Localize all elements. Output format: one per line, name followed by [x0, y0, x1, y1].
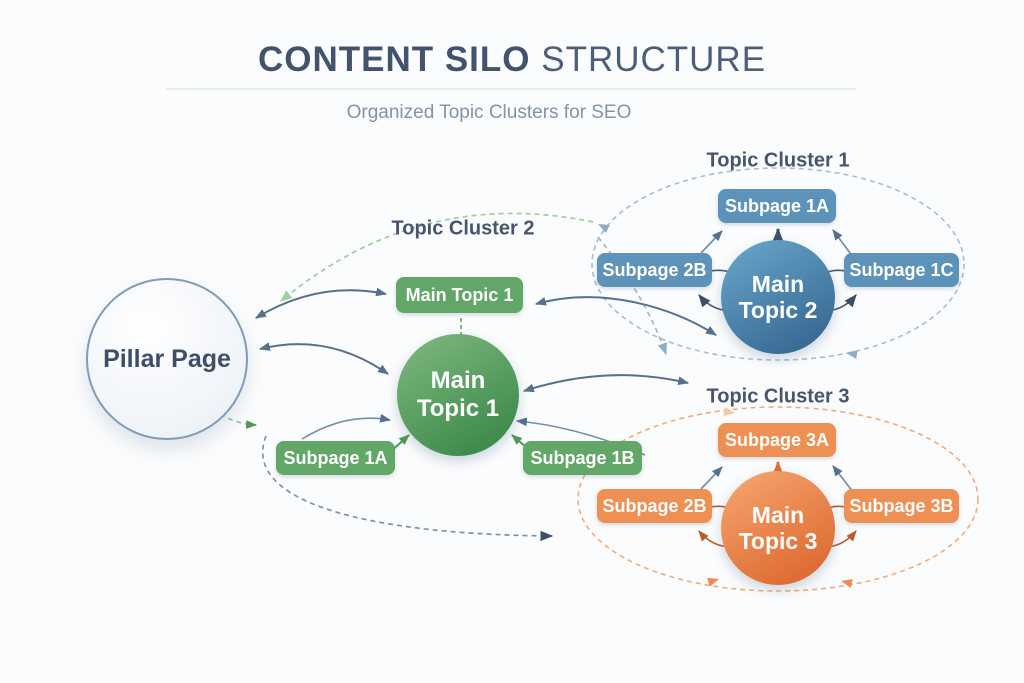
cluster2-subpage-right: Subpage 1B — [523, 441, 642, 475]
pillar-page-node: Pillar Page — [86, 278, 248, 440]
cluster3-label: Topic Cluster 3 — [706, 385, 850, 408]
page-title: CONTENT SILO STRUCTURE — [0, 40, 1024, 80]
cluster2-subpage-right-label: Subpage 1B — [530, 447, 635, 468]
cluster3-main-topic-circle-label: Main Topic 3 — [738, 501, 818, 554]
c1-left-diagonal-arrow — [700, 230, 723, 254]
cluster3-main-topic-circle: Main Topic 3 — [721, 471, 835, 585]
cluster1-boundary-ellipse — [591, 167, 965, 361]
cluster2-to-cluster3-dashed-link — [597, 236, 667, 356]
c1-right-diagonal-arrow — [832, 229, 854, 258]
cluster2-subpage-left-label: Subpage 1A — [283, 447, 388, 468]
cluster3-subpage-right: Subpage 3B — [844, 489, 959, 523]
title-divider — [166, 88, 856, 90]
cluster2-label: Topic Cluster 2 — [391, 217, 535, 240]
cluster1-subpage-top-label: Subpage 1A — [724, 195, 830, 216]
cluster2-subpage-left: Subpage 1A — [276, 441, 395, 475]
pillar-maintopic1box-arrow — [255, 287, 388, 319]
cluster2-dashed-arc-top — [280, 212, 594, 302]
cluster3-subpage-right-label: Subpage 3B — [849, 495, 954, 516]
cluster1-main-topic-circle-label: Main Topic 2 — [738, 270, 818, 323]
cluster3-subpage-top: Subpage 3A — [718, 423, 836, 457]
cluster2-main-topic-box: Main Topic 1 — [396, 277, 523, 313]
cluster1-subpage-right-label: Subpage 1C — [849, 259, 954, 280]
pillar-maintopic1circle-arrow — [258, 342, 389, 375]
page-subtitle: Organized Topic Clusters for SEO — [346, 102, 632, 123]
cluster1-subpage-right: Subpage 1C — [844, 253, 959, 287]
subpage1a-to-circle-curve — [301, 413, 392, 440]
page-title-emphasis: CONTENT SILO — [257, 40, 531, 79]
cluster2-main-topic-circle: Main Topic 1 — [397, 334, 519, 456]
cluster3-subpage-left: Subpage 2B — [597, 489, 712, 523]
cluster3-subpage-top-label: Subpage 3A — [724, 429, 830, 450]
cluster3-subpage-left-label: Subpage 2B — [602, 495, 707, 516]
cluster2-main-topic-circle-label: Main Topic 1 — [416, 367, 500, 422]
cluster3-boundary-ellipse — [577, 406, 979, 592]
cluster1-main-topic-circle: Main Topic 2 — [721, 240, 835, 354]
page-title-rest: STRUCTURE — [530, 40, 767, 79]
cluster1-label: Topic Cluster 1 — [706, 149, 850, 172]
maintopic1circle-cluster3-link — [522, 374, 690, 393]
cluster1-subpage-top: Subpage 1A — [718, 189, 836, 223]
c3-left-diagonal-arrow — [700, 466, 723, 490]
pillar-to-cluster3-dashed-arc — [261, 435, 554, 542]
c3-right-diagonal-arrow — [832, 465, 854, 493]
cluster1-subpage-left-label: Subpage 2B — [602, 259, 707, 280]
pillar-page-label: Pillar Page — [103, 344, 231, 373]
maintopic1box-maintopic2-link — [534, 296, 717, 336]
cluster1-subpage-left: Subpage 2B — [597, 253, 712, 287]
cluster2-main-topic-box-label: Main Topic 1 — [405, 284, 514, 305]
